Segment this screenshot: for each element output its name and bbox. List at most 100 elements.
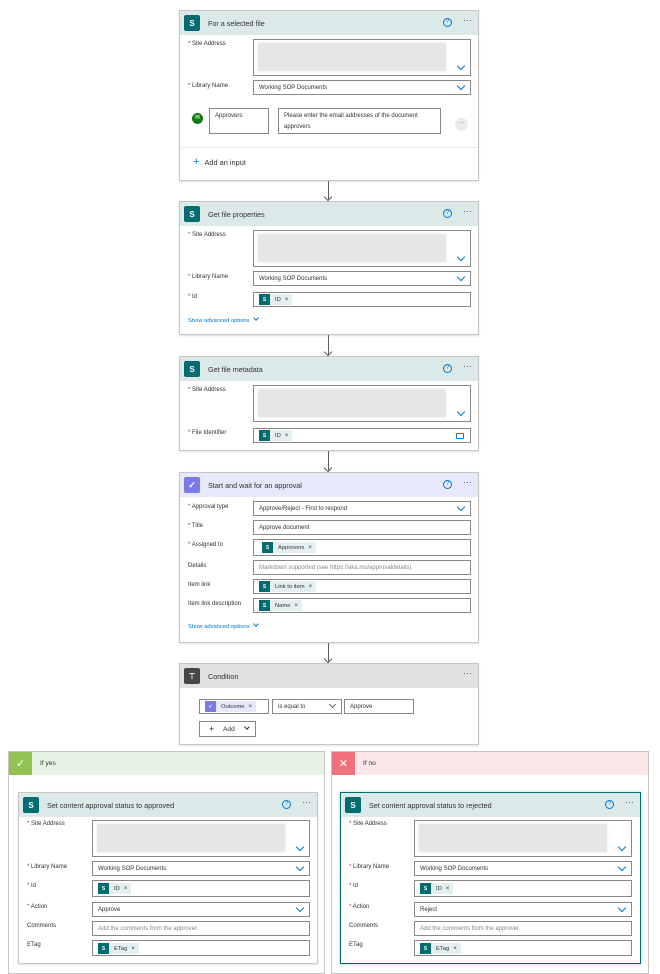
more-options-icon[interactable]: ···	[463, 15, 472, 25]
chevron-down-icon[interactable]	[456, 252, 466, 262]
help-icon[interactable]: ?	[443, 209, 452, 218]
approval-type-dropdown[interactable]: Approve/Reject - First to respond	[253, 501, 471, 516]
redacted-value	[258, 43, 446, 71]
card-header[interactable]: S Set content approval status to rejecte…	[341, 793, 640, 817]
outcome-token[interactable]: ✓Outcome×	[205, 701, 257, 712]
card-header[interactable]: S Get file properties ? ···	[180, 202, 478, 226]
chevron-down-icon[interactable]	[328, 700, 337, 709]
remove-token-icon[interactable]: ×	[123, 885, 128, 892]
trigger-card-header[interactable]: S For a selected file ? ···	[180, 11, 478, 35]
remove-token-icon[interactable]: ×	[131, 945, 135, 952]
site-address-input[interactable]	[414, 820, 632, 857]
remove-token-icon[interactable]: ×	[445, 885, 450, 892]
action-dropdown[interactable]: Approve	[92, 902, 310, 917]
help-icon[interactable]: ?	[282, 800, 291, 809]
remove-token-icon[interactable]: ×	[453, 945, 457, 952]
chevron-down-icon[interactable]	[617, 862, 627, 872]
chevron-down-icon[interactable]	[456, 81, 466, 91]
add-condition-button[interactable]: + Add	[199, 721, 256, 737]
chevron-down-icon[interactable]	[456, 272, 466, 282]
more-options-icon[interactable]: ···	[302, 797, 311, 807]
help-icon[interactable]: ?	[605, 800, 614, 809]
condition-right-operand[interactable]: Approve	[344, 699, 414, 714]
chevron-down-icon[interactable]	[617, 842, 627, 852]
comments-input[interactable]: Add the comments from the approver.	[92, 921, 310, 936]
show-advanced-options-link[interactable]: Show advanced options	[188, 315, 259, 324]
chevron-down-icon[interactable]	[456, 407, 466, 417]
chevron-down-icon[interactable]	[295, 842, 305, 852]
more-options-icon[interactable]: ···	[463, 668, 472, 678]
chevron-down-icon[interactable]	[617, 903, 627, 913]
site-address-input[interactable]	[92, 820, 310, 857]
remove-token-icon[interactable]: ×	[294, 602, 298, 609]
chevron-down-icon[interactable]	[456, 61, 466, 71]
action-dropdown[interactable]: Reject	[414, 902, 632, 917]
card-header[interactable]: S Set content approval status to approve…	[19, 793, 317, 817]
library-name-dropdown[interactable]: Working SOP Documents	[253, 271, 471, 286]
chevron-down-icon[interactable]	[295, 903, 305, 913]
sharepoint-icon: S	[23, 797, 39, 813]
if-yes-header[interactable]: ✓ If yes	[9, 752, 324, 775]
condition-left-operand[interactable]: ✓Outcome×	[199, 699, 269, 714]
chevron-down-icon[interactable]	[295, 862, 305, 872]
card-header[interactable]: S Get file metadata ? ···	[180, 357, 478, 381]
site-address-input[interactable]	[253, 230, 471, 267]
more-options-icon[interactable]: ···	[625, 797, 634, 807]
card-header[interactable]: ✓ Start and wait for an approval ? ···	[180, 473, 478, 497]
card-title: For a selected file	[208, 18, 265, 28]
item-link-description-label: Item link description	[188, 601, 242, 607]
library-name-dropdown[interactable]: Working SOP Documents	[253, 80, 471, 95]
remove-token-icon[interactable]: ×	[308, 583, 313, 590]
approvers-name-field[interactable]: Approvers	[209, 108, 269, 134]
library-name-dropdown[interactable]: Working SOP Documents	[414, 861, 632, 876]
remove-token-icon[interactable]: ×	[248, 703, 253, 710]
details-input[interactable]: Markdown supported (see https://aka.ms/a…	[253, 560, 471, 575]
more-options-icon[interactable]: ···	[463, 361, 472, 371]
approvals-icon: ✓	[205, 701, 216, 712]
approvers-description-field[interactable]: Please enter the email addresses of the …	[278, 108, 441, 134]
condition-operator-dropdown[interactable]: is equal to	[272, 699, 342, 714]
add-an-input-button[interactable]: + Add an input	[193, 156, 246, 168]
help-icon[interactable]: ?	[443, 18, 452, 27]
if-no-header[interactable]: ✕ If no	[332, 752, 648, 775]
show-advanced-options-link[interactable]: Show advanced options	[188, 621, 259, 630]
remove-token-icon[interactable]: ×	[284, 296, 289, 303]
site-address-label: Site Address	[353, 821, 387, 827]
input-more-options-icon[interactable]: ···	[455, 118, 468, 131]
remove-token-icon[interactable]: ×	[308, 544, 312, 551]
more-options-icon[interactable]: ···	[463, 206, 472, 216]
remove-token-icon[interactable]: ×	[284, 432, 289, 439]
site-address-input[interactable]	[253, 385, 471, 422]
comments-input[interactable]: Add the comments from the approver.	[414, 921, 632, 936]
card-header[interactable]: ⊤ Condition ···	[180, 664, 478, 688]
chevron-down-icon	[252, 621, 259, 627]
chevron-down-icon	[252, 315, 259, 321]
folder-icon[interactable]	[456, 433, 464, 439]
help-icon[interactable]: ?	[443, 364, 452, 373]
chevron-down-icon[interactable]	[456, 502, 466, 512]
title-input[interactable]: Approve document	[253, 520, 471, 535]
help-icon[interactable]: ?	[443, 480, 452, 489]
trigger-icon: S	[262, 542, 273, 553]
more-options-icon[interactable]: ···	[463, 477, 472, 487]
library-name-dropdown[interactable]: Working SOP Documents	[92, 861, 310, 876]
site-address-input[interactable]	[253, 39, 471, 76]
